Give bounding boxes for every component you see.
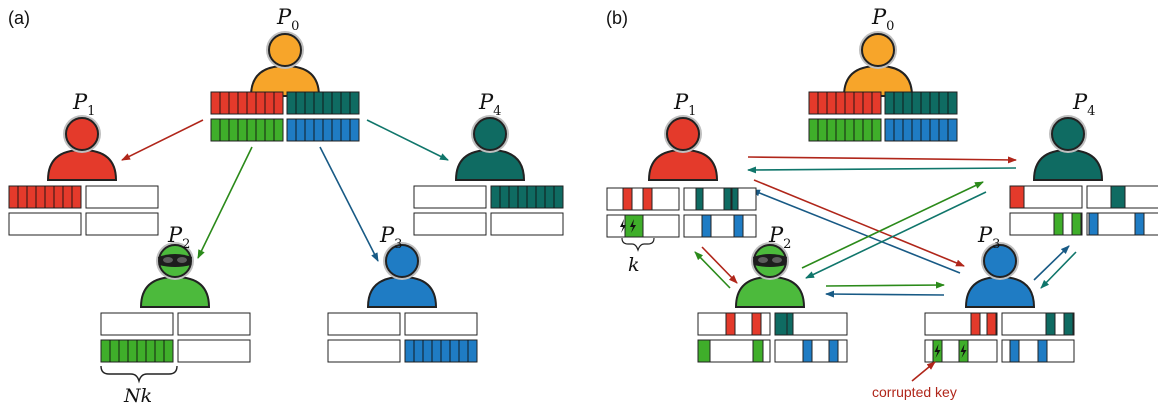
person-icon-p4-a	[454, 115, 526, 181]
p1b-green-key-block	[606, 214, 680, 238]
person-icon-p1-a	[46, 115, 118, 181]
person-icon-p2-b	[734, 242, 806, 308]
person-icon-p4-b	[1032, 115, 1104, 181]
arrow-p2-to-p4	[801, 181, 984, 269]
p0b-blue-key-block	[884, 118, 958, 142]
p0a-green-key-block	[210, 118, 284, 142]
label-p0-b: P0	[871, 5, 894, 34]
arrow-p2-to-p3	[825, 281, 945, 289]
p4b-blue-key-block	[1086, 212, 1158, 236]
person-icon-p3-b	[964, 242, 1036, 308]
p0b-green-key-block	[808, 118, 882, 142]
lightning-icon	[960, 344, 967, 358]
p2b-blue-key-block	[774, 339, 848, 363]
p3b-green-key-block	[924, 339, 998, 363]
arrow-p4-to-p1	[747, 166, 1017, 174]
p2b-red-key-block	[697, 312, 771, 336]
p0a-blue-key-block	[286, 118, 360, 142]
arrow-p3-to-p1	[751, 189, 961, 274]
arrow-p1-to-p3	[753, 179, 965, 267]
p4a-empty-block	[413, 185, 487, 209]
k-brace-icon	[621, 237, 655, 252]
lightning-icon	[934, 344, 941, 358]
label-p2-b: P2	[768, 223, 791, 252]
person-icon-p1-b	[647, 115, 719, 181]
label-p0-a: P0	[276, 5, 299, 34]
arrow-p0-to-p3	[319, 146, 379, 262]
p4b-teal-key-block	[1086, 185, 1158, 209]
p1b-blue-key-block	[683, 214, 757, 238]
p2a-empty-block	[177, 339, 251, 363]
corrupted-key-label: corrupted key	[872, 384, 957, 400]
corrupted-key-arrow	[911, 361, 936, 382]
lightning-icon	[620, 219, 626, 233]
label-p1-a: P1	[72, 90, 95, 119]
p2b-teal-key-block	[774, 312, 848, 336]
p0a-red-key-block	[210, 91, 284, 115]
p3b-red-key-block	[924, 312, 998, 336]
p4b-green-key-block	[1009, 212, 1083, 236]
p3a-blue-key-block	[404, 339, 478, 363]
k-label: k	[628, 254, 640, 276]
p4a-empty-block	[490, 212, 564, 236]
person-icon-p2-a	[139, 242, 211, 308]
eavesdropper-mask-icon	[158, 254, 192, 267]
arrow-p0-to-p2	[197, 146, 253, 259]
people-layer	[46, 31, 1104, 308]
arrow-p0-to-p4	[366, 119, 449, 161]
p4a-teal-key-block	[490, 185, 564, 209]
eavesdropper-mask-icon	[753, 254, 787, 267]
p3b-teal-key-block	[1001, 312, 1075, 336]
p2a-empty-block	[100, 312, 174, 336]
p1a-empty-block	[8, 212, 82, 236]
p0b-red-key-block	[808, 91, 882, 115]
person-icon-p0-b	[842, 31, 914, 97]
p1b-teal-key-block	[683, 187, 757, 211]
panel-b-label: (b)	[606, 8, 628, 28]
arrow-p4-to-p3	[1040, 251, 1077, 289]
person-icon-p0-a	[249, 31, 321, 97]
p3a-empty-block	[327, 312, 401, 336]
label-p3-a: P3	[379, 223, 402, 252]
label-p4-a: P4	[478, 90, 501, 119]
arrow-p4-to-p2	[805, 191, 987, 279]
p2b-green-key-block	[697, 339, 771, 363]
key-blocks-layer	[8, 91, 1158, 363]
nk-brace-icon	[100, 365, 178, 384]
arrow-p2-to-p1	[694, 251, 731, 289]
p4b-red-key-block	[1009, 185, 1083, 209]
p1a-red-key-block	[8, 185, 82, 209]
p3b-blue-key-block	[1001, 339, 1075, 363]
p0a-teal-key-block	[286, 91, 360, 115]
label-p3-b: P3	[977, 223, 1000, 252]
p1a-empty-block	[85, 185, 159, 209]
p3a-empty-block	[327, 339, 401, 363]
p0b-teal-key-block	[884, 91, 958, 115]
label-p4-b: P4	[1072, 90, 1095, 119]
arrow-p1-to-p2	[701, 246, 738, 284]
arrows-layer	[121, 119, 1077, 298]
lightning-icon	[630, 219, 636, 233]
p2a-green-key-block	[100, 339, 174, 363]
arrow-p3-to-p4	[1033, 245, 1070, 281]
arrow-p0-to-p1	[121, 119, 204, 161]
nk-label: Nk	[123, 385, 152, 407]
p4a-empty-block	[413, 212, 487, 236]
p1b-red-key-block	[606, 187, 680, 211]
p3a-empty-block	[404, 312, 478, 336]
person-icon-p3-a	[366, 242, 438, 308]
p2a-empty-block	[177, 312, 251, 336]
arrow-p1-to-p4	[747, 156, 1017, 164]
panel-a-label: (a)	[8, 8, 30, 28]
arrow-p3-to-p2	[825, 290, 945, 298]
label-p2-a: P2	[167, 223, 190, 252]
label-p1-b: P1	[673, 90, 696, 119]
p1a-empty-block	[85, 212, 159, 236]
